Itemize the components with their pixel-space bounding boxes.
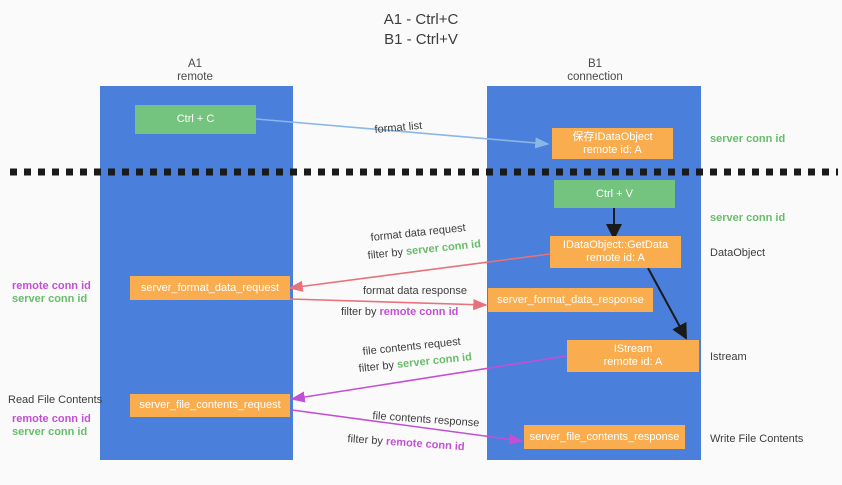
node-istream-line2: remote id: A <box>603 356 663 368</box>
node-save-idataobject-line1: 保存IDataObject <box>572 130 653 143</box>
node-server-format-data-request-label: server_format_data_request <box>140 281 280 294</box>
node-server-format-data-response[interactable]: server_format_data_response <box>488 288 653 312</box>
node-server-format-data-response-label: server_format_data_response <box>497 293 644 306</box>
node-server-format-data-request[interactable]: server_format_data_request <box>130 276 290 300</box>
filter-prefix-3: filter by <box>358 358 398 375</box>
edge-label-format-data-response: format data response <box>363 285 467 297</box>
edge-label-file-contents-response: file contents response <box>372 409 480 430</box>
filter-value-server-conn-id-1: server conn id <box>405 238 482 258</box>
column-a1-name: A1 <box>187 58 203 70</box>
edge-label-file-contents-response-filter: filter by remote conn id <box>347 432 465 454</box>
node-server-file-contents-response-label: server_file_contents_response <box>529 430 680 443</box>
node-server-file-contents-request[interactable]: server_file_contents_request <box>130 394 290 417</box>
column-a1-sub: remote <box>177 71 213 83</box>
filter-prefix-4: filter by <box>347 432 387 448</box>
title-line-1: A1 - Ctrl+C <box>383 11 459 28</box>
edge-label-format-data-response-filter: filter by remote conn id <box>341 305 458 319</box>
right-label-istream: Istream <box>710 351 747 363</box>
node-server-file-contents-response[interactable]: server_file_contents_response <box>524 425 685 449</box>
column-header-b1: B1 connection <box>515 58 675 84</box>
node-save-idataobject-line2: remote id: A <box>583 143 642 156</box>
node-idataobject-getdata-line1: IDataObject::GetData <box>562 239 669 251</box>
column-b1-sub: connection <box>567 71 623 83</box>
filter-prefix-1: filter by <box>367 245 407 262</box>
node-ctrl-c[interactable]: Ctrl + C <box>135 105 256 134</box>
node-idataobject-getdata[interactable]: IDataObject::GetData remote id: A <box>550 236 681 268</box>
column-b1-name: B1 <box>587 58 603 70</box>
left-label-server-conn-id-2: server conn id <box>12 426 88 438</box>
right-label-server-conn-id-top: server conn id <box>710 133 786 145</box>
left-label-server-conn-id-1: server conn id <box>12 293 88 305</box>
column-header-a1: A1 remote <box>115 58 275 84</box>
filter-value-remote-conn-id-2: remote conn id <box>385 435 466 454</box>
edge-label-format-list: format list <box>374 119 423 136</box>
title-line-2: B1 - Ctrl+V <box>384 31 458 48</box>
node-istream-line1: IStream <box>613 343 653 355</box>
left-label-remote-conn-id-2: remote conn id <box>12 413 91 425</box>
node-idataobject-getdata-line2: remote id: A <box>586 252 645 264</box>
node-istream[interactable]: IStream remote id: A <box>567 340 699 372</box>
page-title: A1 - Ctrl+C B1 - Ctrl+V <box>0 10 842 50</box>
node-ctrl-c-line1: Ctrl + C <box>176 113 215 125</box>
right-label-dataobject: DataObject <box>710 247 766 259</box>
node-ctrl-v-line1: Ctrl + V <box>596 187 633 200</box>
node-server-file-contents-request-label: server_file_contents_request <box>139 399 281 411</box>
left-label-remote-conn-id-1: remote conn id <box>12 280 91 292</box>
right-label-write-file-contents: Write File Contents <box>710 433 804 445</box>
node-save-idataobject[interactable]: 保存IDataObject remote id: A <box>552 128 673 159</box>
node-ctrl-v[interactable]: Ctrl + V <box>554 180 675 208</box>
right-label-server-conn-id-mid2: server conn id <box>710 212 786 224</box>
filter-value-remote-conn-id-1: remote conn id <box>379 306 459 318</box>
filter-prefix-2: filter by <box>341 306 380 318</box>
left-label-read-file-contents: Read File Contents <box>8 394 103 406</box>
